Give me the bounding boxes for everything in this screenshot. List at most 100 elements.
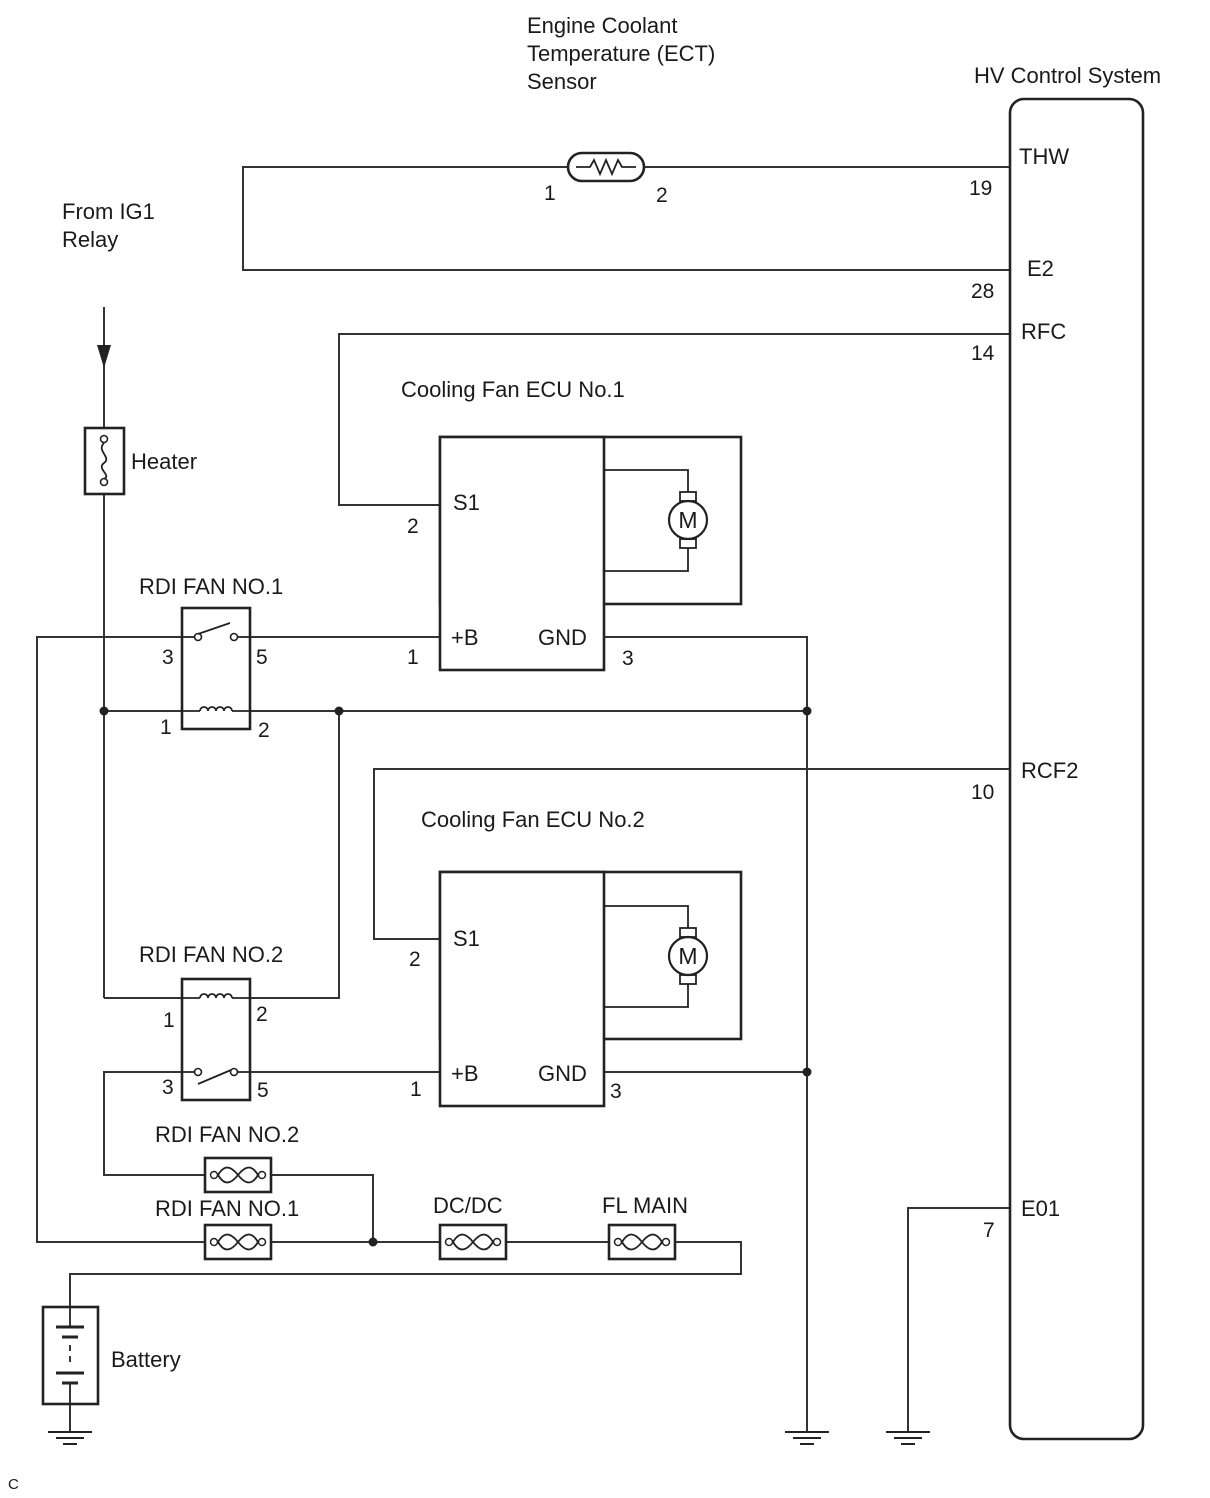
wire-e01-ground [907,1207,1010,1432]
motor-brush [679,538,697,549]
wires [36,166,1010,1432]
fuse-rdi2-label: RDI FAN NO.2 [155,1122,299,1147]
contact-icon [229,632,239,642]
coil-icon [199,993,233,999]
ecu1-title: Cooling Fan ECU No.1 [401,377,625,402]
wire-relay2-sw-in [103,1071,205,1176]
ect-sensor-body [566,151,646,183]
fusible-link-icon [621,1233,663,1251]
ecu2-motor-wire [604,905,689,928]
motor-label: M [678,943,697,969]
fuse-terminal [492,1237,502,1247]
relay2-pin-2: 2 [256,1003,268,1026]
fusible-link-icon [452,1233,494,1251]
fuse-dcdc-label: DC/DC [433,1193,503,1218]
ecu2-s1: S1 [453,926,480,951]
wire-ect-e2 [242,166,1010,271]
pin-thw: 19 [969,177,992,200]
hv-control-title: HV Control System [974,63,1161,88]
from-ig1-line1: From IG1 [62,199,155,224]
relay2-title: RDI FAN NO.2 [139,942,283,967]
ground-fan-icon [785,1431,829,1445]
fuse-terminal [99,477,109,487]
ecu1-pin-gnd: 3 [622,647,634,670]
motor-icon [667,935,709,977]
pin-rcf2: 10 [971,781,994,804]
hv-control-box [1008,97,1145,1441]
ecu1-s1: S1 [453,490,480,515]
fusible-link-icon [217,1233,259,1251]
heater-fuse [83,426,126,496]
arrow-down-icon [97,345,111,368]
fuse-flmain-label: FL MAIN [602,1193,688,1218]
junction-dot [334,706,344,716]
wire-relay1-sw-in [36,636,205,1243]
ecu1-body [438,435,606,672]
terminal-thw: THW [1019,144,1069,169]
coil-icon [199,706,233,712]
motor-brush [679,974,697,985]
motor-label: M [678,507,697,533]
battery-label: Battery [111,1347,181,1372]
fuse-rdi-fan-1 [203,1223,273,1261]
contact-icon [193,1067,203,1077]
relay2-pin-1: 1 [163,1009,175,1032]
relay2-body [180,977,252,1102]
ecu1-pin-b: 1 [407,646,419,669]
fuse-dcdc [438,1223,508,1261]
resistor-icon [576,157,636,177]
terminal-e01: E01 [1021,1196,1060,1221]
ecu2-pin-b: 1 [410,1078,422,1101]
rdi-fan-relay-2 [180,977,252,1102]
switch-blade-icon [197,622,231,635]
terminal-rcf2: RCF2 [1021,758,1078,783]
ecu1-b: +B [451,625,479,650]
ecu2-body [438,870,606,1108]
contact-icon [229,1067,239,1077]
fusible-link-icon [217,1166,259,1184]
motor-icon [667,499,709,541]
cooling-fan-ecu-2: M [438,870,743,1108]
fuse-terminal [209,1170,219,1180]
battery [41,1305,100,1406]
pin-e2: 28 [971,280,994,303]
motor-brush [679,491,697,502]
ecu2-b: +B [451,1061,479,1086]
wire-rfc-s1 [338,333,1010,506]
ecu2-pin-gnd: 3 [610,1080,622,1103]
ect-label-line2: Temperature (ECT) [527,41,715,66]
ect-label-line1: Engine Coolant [527,13,677,38]
relay1-pin-1: 1 [160,716,172,739]
junction-dot [99,706,109,716]
relay1-title: RDI FAN NO.1 [139,574,283,599]
cooling-fan-ecu-1: M [438,435,743,672]
ecu2-pin-s1: 2 [409,948,421,971]
junction-dots [99,706,812,1247]
ecu1-motor-wire [604,469,689,492]
fuse-terminal [444,1237,454,1247]
ect-label-line3: Sensor [527,69,597,94]
motor-brush [679,927,697,938]
junction-dot [802,1067,812,1077]
pin-rfc: 14 [971,342,995,365]
wire-rcf2-s1 [373,768,1010,940]
junction-dot [802,706,812,716]
fuse-terminal [613,1237,623,1247]
wire-gnd-trunk [604,636,808,1432]
ect-pin-1: 1 [544,182,556,205]
fuse-rdi1-label: RDI FAN NO.1 [155,1196,299,1221]
ecu1-motor-wire [604,548,689,572]
relay2-pin-5: 5 [257,1079,269,1102]
wire-flmain-battery [69,1241,742,1307]
rdi-fan-relay-1 [180,606,252,731]
terminal-e2: E2 [1027,256,1054,281]
ecu1-gnd: GND [538,625,587,650]
contact-icon [193,632,203,642]
ecu2-title: Cooling Fan ECU No.2 [421,807,645,832]
ecu2-gnd: GND [538,1061,587,1086]
heater-label: Heater [131,449,197,474]
ecu2-motor-wire [604,984,689,1008]
fuse-rdi-fan-2 [203,1156,273,1194]
fuse-element-icon [100,442,108,480]
